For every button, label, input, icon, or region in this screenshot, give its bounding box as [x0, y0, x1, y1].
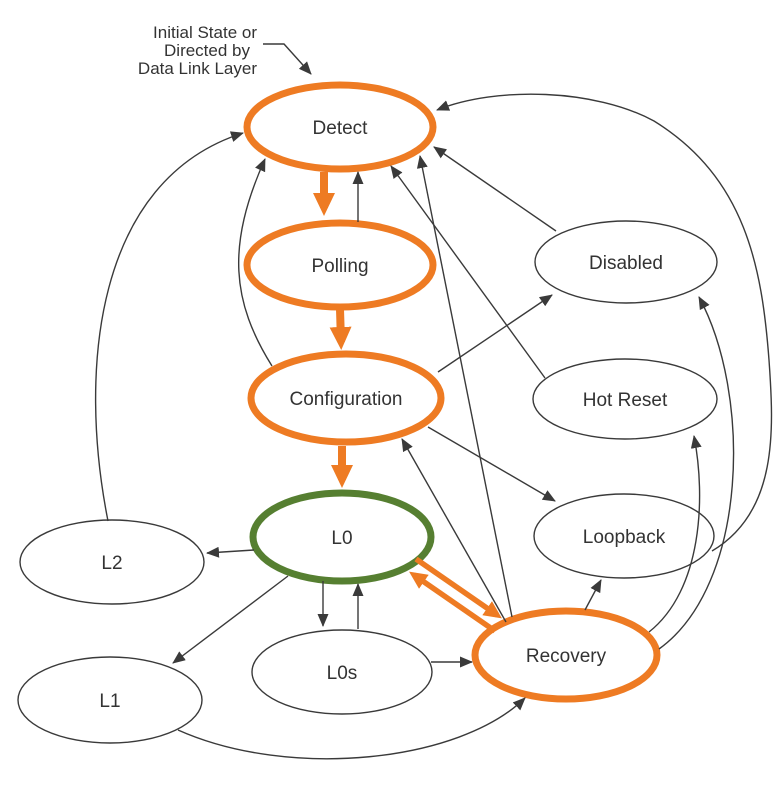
transition-l0-to-l2 — [206, 546, 255, 558]
transition-configuration-to-detect — [238, 158, 273, 367]
state-polling-label: Polling — [311, 256, 368, 277]
state-disabled-label: Disabled — [589, 253, 663, 274]
transition-configuration-to-loopback — [427, 426, 556, 502]
state-disabled-ellipse — [534, 220, 718, 304]
state-configuration-ellipse — [247, 350, 445, 446]
state-l0-ellipse — [249, 489, 435, 585]
transition-recovery-to-loopback — [584, 579, 602, 611]
transition-configuration-to-disabled — [437, 294, 553, 373]
annotation-text: Initial State or Directed by Data Link L… — [138, 23, 257, 78]
state-recovery-label: Recovery — [526, 646, 607, 667]
transition-l0-to-recovery — [414, 556, 502, 619]
transition-recovery-to-hot-reset — [648, 435, 702, 633]
transition-recovery-to-detect — [416, 155, 513, 618]
state-loopback-ellipse — [533, 493, 715, 579]
state-hot-reset-ellipse — [532, 358, 718, 440]
transition-l2-to-detect — [94, 131, 244, 522]
state-l1-label: L1 — [99, 691, 120, 712]
state-detect-label: Detect — [313, 118, 369, 139]
state-recovery-ellipse — [471, 607, 661, 703]
transition-recovery-to-configuration — [401, 438, 507, 623]
transition-l0-to-l1 — [172, 575, 289, 664]
transition-polling-to-configuration — [329, 308, 352, 350]
annotation-line-3: Data Link Layer — [138, 59, 257, 78]
transition-loopback-to-detect — [436, 93, 773, 552]
annotation-line-2: Directed by — [164, 41, 250, 60]
state-detect-ellipse — [243, 81, 437, 173]
state-loopback-label: Loopback — [583, 527, 666, 548]
state-l0s-ellipse — [251, 629, 433, 715]
state-l0s-label: L0s — [327, 663, 358, 684]
state-hot-reset-label: Hot Reset — [583, 390, 668, 411]
annotation-pointer-line — [263, 43, 312, 75]
transition-recovery-to-l0 — [409, 571, 497, 634]
transition-recovery-to-disabled — [658, 296, 735, 650]
state-configuration-label: Configuration — [289, 389, 402, 410]
state-polling-ellipse — [243, 219, 437, 311]
transition-l1-to-recovery — [177, 697, 526, 760]
transition-hot-reset-to-detect — [390, 165, 546, 379]
transition-disabled-to-detect — [433, 146, 557, 232]
annotation-line-1: Initial State or — [153, 23, 257, 42]
state-l2-ellipse — [19, 519, 205, 605]
state-l0-label: L0 — [331, 528, 352, 549]
state-l2-label: L2 — [101, 553, 122, 574]
state-l1-ellipse — [17, 656, 203, 744]
